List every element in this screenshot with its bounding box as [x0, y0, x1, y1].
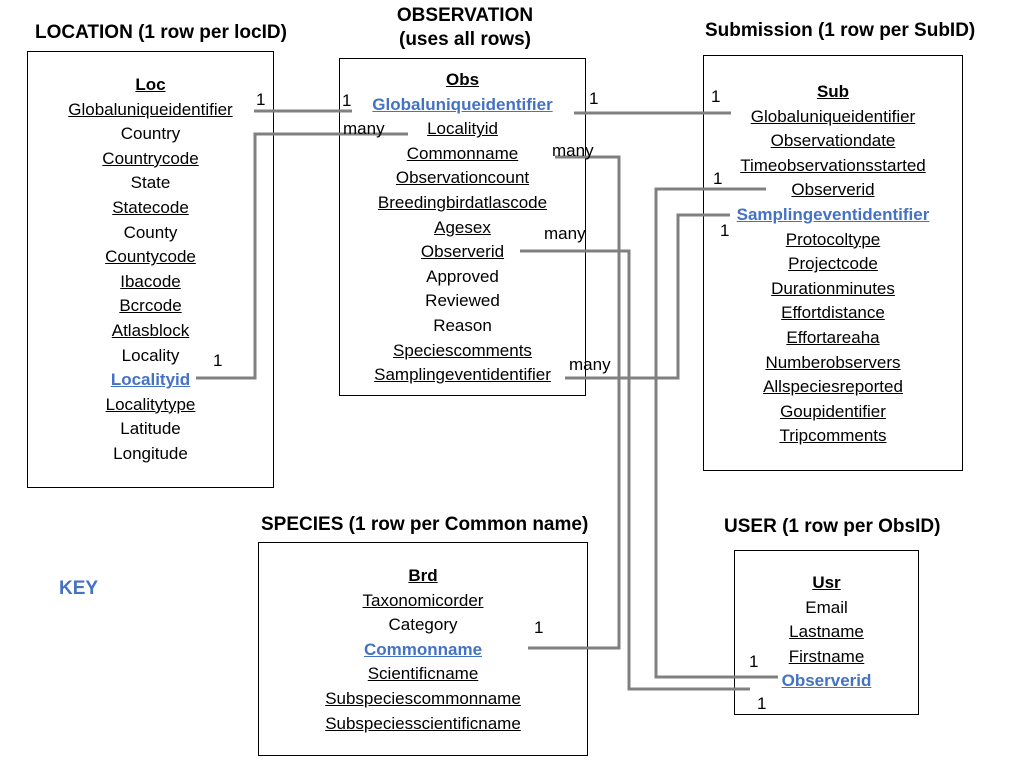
- submission-field: Observationdate: [770, 131, 896, 151]
- submission-field: Durationminutes: [771, 278, 895, 298]
- location-field: Statecode: [112, 197, 189, 217]
- location-field-list: Loc Globaluniqueidentifier Country Count…: [28, 73, 273, 467]
- location-field: Countycode: [105, 247, 196, 267]
- cardinality-label: 1: [720, 221, 730, 240]
- link-observerid-usr: [520, 249, 750, 691]
- cardinality-label: 1: [713, 169, 723, 188]
- observation-field-list: Obs Globaluniqueidentifier Localityid Co…: [340, 68, 585, 388]
- location-key-field: Localityid: [110, 370, 191, 390]
- submission-field: Protocoltype: [785, 229, 881, 249]
- species-key-field: Commonname: [363, 639, 483, 659]
- submission-field: Globaluniqueidentifier: [750, 106, 916, 126]
- cardinality-label: 1: [342, 91, 352, 110]
- species-field: Category: [388, 615, 458, 635]
- submission-key-field: Samplingeventidentifier: [736, 204, 930, 224]
- submission-field: Effortdistance: [781, 303, 885, 323]
- observation-title-line2: (uses all rows): [399, 29, 531, 50]
- observation-field: Speciescomments: [393, 340, 532, 360]
- location-field: Bcrcode: [119, 296, 182, 316]
- location-field: Localitytype: [105, 394, 196, 414]
- location-field: Ibacode: [120, 271, 181, 291]
- user-field-list: Usr Email Lastname Firstname Observerid: [735, 571, 918, 694]
- submission-field: Numberobservers: [765, 352, 901, 372]
- location-field: Countrycode: [102, 148, 199, 168]
- observation-title: OBSERVATION (uses all rows): [370, 4, 560, 52]
- location-title: LOCATION (1 row per locID): [35, 22, 287, 43]
- submission-field: Timeobservationsstarted: [740, 155, 926, 175]
- link-samplingevent: [565, 213, 730, 380]
- observation-header: Obs: [445, 70, 480, 89]
- observation-field: Reason: [433, 315, 492, 335]
- link-commonname: [528, 155, 621, 650]
- species-field: Subspeciescommonname: [325, 688, 521, 708]
- location-field: Latitude: [120, 419, 181, 439]
- link-localityid: [196, 132, 408, 380]
- observation-field: Approved: [426, 266, 499, 286]
- location-header: Loc: [135, 75, 166, 94]
- cardinality-label: many: [343, 119, 385, 138]
- observation-field: Reviewed: [425, 291, 500, 311]
- cardinality-label: 1: [213, 351, 223, 370]
- cardinality-label: 1: [749, 652, 759, 671]
- location-field: Locality: [121, 345, 180, 365]
- observation-key-field: Globaluniqueidentifier: [372, 94, 553, 114]
- species-header: Brd: [408, 566, 438, 585]
- location-field: Longitude: [113, 443, 188, 463]
- species-field: Subspeciesscientificname: [325, 713, 521, 733]
- key-label: KEY: [59, 578, 99, 599]
- species-field: Taxonomicorder: [362, 590, 484, 610]
- species-field: Scientificname: [367, 664, 479, 684]
- observation-field: Samplingeventidentifier: [374, 365, 551, 385]
- observation-field: Breedingbirdatlascode: [377, 192, 548, 212]
- observation-table: Obs Globaluniqueidentifier Localityid Co…: [339, 58, 586, 396]
- user-field: Firstname: [788, 646, 865, 666]
- location-field: State: [130, 173, 171, 193]
- submission-field: Tripcomments: [779, 426, 887, 446]
- observation-field: Observerid: [420, 242, 505, 262]
- cardinality-label: many: [552, 141, 594, 160]
- observation-field: Observationcount: [395, 168, 530, 188]
- submission-field: Effortareaha: [786, 327, 880, 347]
- species-title: SPECIES (1 row per Common name): [261, 514, 589, 535]
- cardinality-label: 1: [534, 618, 544, 637]
- location-field: Country: [120, 124, 181, 144]
- user-title: USER (1 row per ObsID): [724, 516, 941, 537]
- user-header: Usr: [812, 573, 841, 592]
- cardinality-label: many: [544, 224, 586, 243]
- user-table: Usr Email Lastname Firstname Observerid: [734, 550, 919, 715]
- cardinality-label: 1: [256, 90, 266, 109]
- observation-field: Commonname: [406, 143, 519, 163]
- cardinality-label: many: [569, 355, 611, 374]
- link-observerid-sub: [654, 187, 778, 679]
- location-field: Atlasblock: [111, 320, 190, 340]
- location-table: Loc Globaluniqueidentifier Country Count…: [27, 51, 274, 488]
- observation-field: Localityid: [427, 119, 498, 139]
- user-field: Lastname: [789, 622, 864, 642]
- location-field: Globaluniqueidentifier: [68, 99, 233, 119]
- species-field-list: Brd Taxonomicorder Category Commonname S…: [259, 564, 587, 736]
- submission-field: Projectcode: [788, 254, 878, 274]
- observation-title-line1: OBSERVATION: [396, 5, 534, 26]
- submission-field: Allspeciesreported: [763, 377, 903, 397]
- submission-field: Observerid: [791, 180, 875, 200]
- user-key-field: Observerid: [781, 671, 872, 691]
- user-field: Email: [805, 597, 848, 617]
- cardinality-label: 1: [757, 694, 767, 713]
- location-field: County: [123, 222, 178, 242]
- submission-table: Sub Globaluniqueidentifier Observationda…: [703, 55, 963, 471]
- cardinality-label: 1: [711, 87, 721, 106]
- submission-field: Goupidentifier: [780, 401, 886, 421]
- species-table: Brd Taxonomicorder Category Commonname S…: [258, 542, 588, 756]
- submission-field-list: Sub Globaluniqueidentifier Observationda…: [704, 80, 962, 449]
- cardinality-label: 1: [589, 89, 599, 108]
- submission-header: Sub: [816, 82, 850, 101]
- observation-field: Agesex: [434, 217, 491, 237]
- submission-title: Submission (1 row per SubID): [705, 20, 976, 41]
